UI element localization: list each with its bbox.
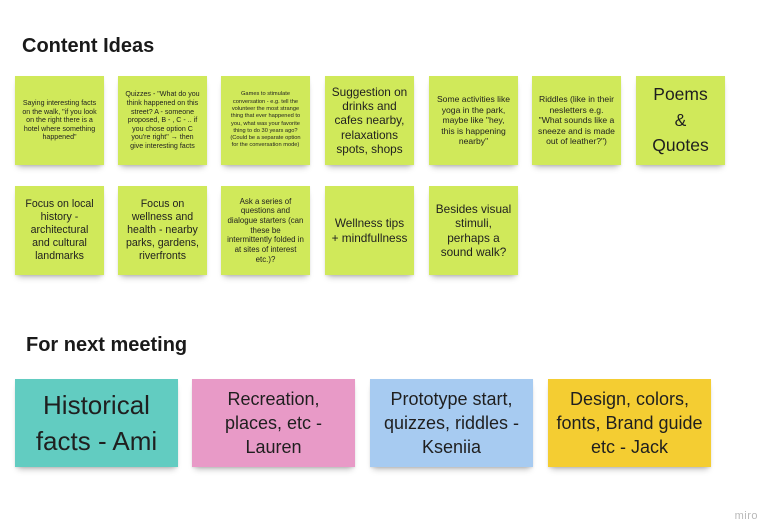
sticky-note-riddles[interactable]: Riddles (like in their nesletters e.g. "…: [532, 76, 621, 165]
content-ideas-title: Content Ideas: [22, 35, 155, 57]
sticky-note-wellness-tips[interactable]: Wellness tips + mindfullness: [325, 186, 414, 275]
sticky-note-text: Design, colors, fonts, Brand guide etc -…: [556, 388, 703, 458]
sticky-note-text: Wellness tips + mindfullness: [331, 216, 408, 245]
sticky-note-local-history[interactable]: Focus on local history - architectural a…: [15, 186, 104, 275]
sticky-note-dialogue-starters[interactable]: Ask a series of questions and dialogue s…: [221, 186, 310, 275]
sticky-note-text: Prototype start, quizzes, riddles - Ksen…: [383, 388, 520, 458]
sticky-note-text: Saying interesting facts on the walk, "i…: [22, 98, 97, 142]
sticky-note-sound-walk[interactable]: Besides visual stimuli, perhaps a sound …: [429, 186, 518, 275]
sticky-note-text: Recreation, places, etc - Lauren: [224, 388, 323, 458]
sticky-note-interesting-facts[interactable]: Saying interesting facts on the walk, "i…: [15, 76, 104, 165]
sticky-note-wellness-health[interactable]: Focus on wellness and health - nearby pa…: [118, 186, 207, 275]
sticky-note-design-brand[interactable]: Design, colors, fonts, Brand guide etc -…: [548, 379, 711, 467]
sticky-note-text: Historical facts - Ami: [35, 389, 158, 456]
sticky-note-quizzes[interactable]: Quizzes - "What do you think happened on…: [118, 76, 207, 165]
sticky-note-text: Suggestion on drinks and cafes nearby, r…: [331, 84, 408, 157]
sticky-note-text: Poems & Quotes: [652, 84, 709, 156]
sticky-note-drinks-cafes[interactable]: Suggestion on drinks and cafes nearby, r…: [325, 76, 414, 165]
sticky-note-prototype[interactable]: Prototype start, quizzes, riddles - Ksen…: [370, 379, 533, 467]
next-meeting-title: For next meeting: [26, 334, 188, 356]
sticky-note-text: Some activities like yoga in the park, m…: [436, 94, 511, 147]
sticky-note-historical-facts[interactable]: Historical facts - Ami: [15, 379, 178, 467]
sticky-note-poems-quotes[interactable]: Poems & Quotes: [636, 76, 725, 165]
sticky-note-text: Ask a series of questions and dialogue s…: [227, 196, 304, 264]
sticky-note-text: Focus on local history - architectural a…: [25, 198, 94, 262]
sticky-note-text: Focus on wellness and health - nearby pa…: [125, 198, 200, 262]
sticky-note-recreation[interactable]: Recreation, places, etc - Lauren: [192, 379, 355, 467]
sticky-note-conversation-games[interactable]: Games to stimulate conversation - e.g. t…: [221, 76, 310, 165]
sticky-note-text: Riddles (like in their nesletters e.g. "…: [538, 94, 615, 147]
sticky-note-activities[interactable]: Some activities like yoga in the park, m…: [429, 76, 518, 165]
miro-watermark: miro: [734, 510, 758, 522]
sticky-note-text: Besides visual stimuli, perhaps a sound …: [435, 201, 512, 259]
sticky-note-text: Games to stimulate conversation - e.g. t…: [230, 91, 301, 149]
sticky-note-text: Quizzes - "What do you think happened on…: [125, 90, 200, 151]
